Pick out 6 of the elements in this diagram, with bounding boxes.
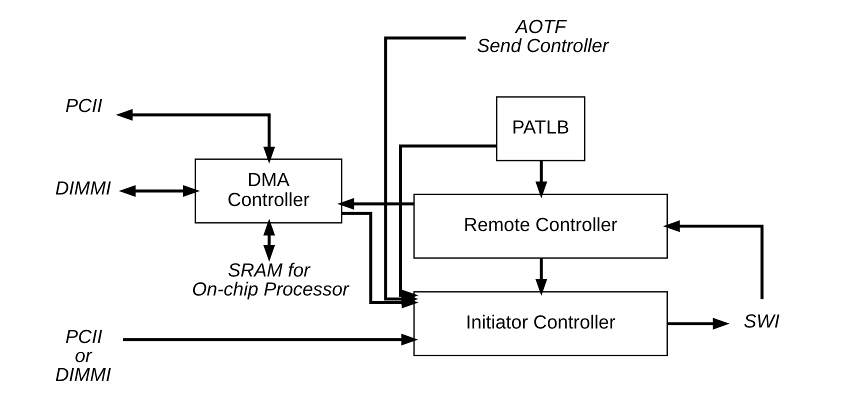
node-text: SRAM for On-chip Processor [192,260,348,301]
node-text: DIMMI [54,178,110,200]
node-text: PCII [64,96,102,118]
node-text: PCII or DIMMI [54,326,110,386]
node-text: SWI [743,311,780,332]
node-text: AOTF Send Controller [476,16,608,57]
